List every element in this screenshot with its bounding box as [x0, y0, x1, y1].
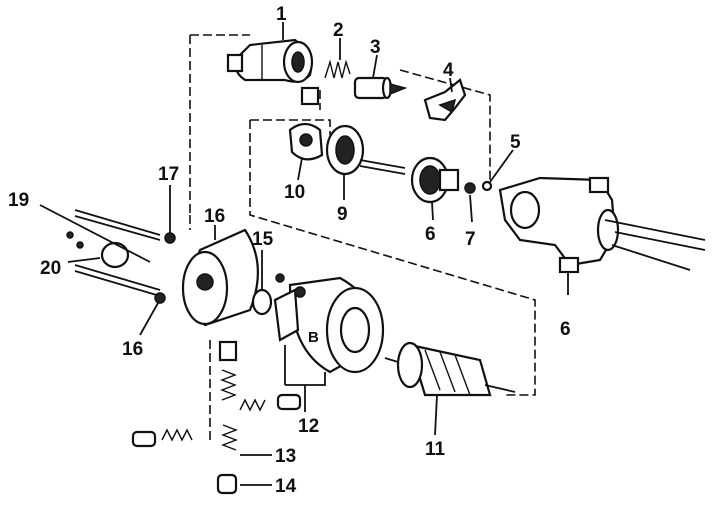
bolt-washers — [154, 232, 176, 304]
callout-6-housing: 6 — [560, 319, 571, 340]
callout-9: 9 — [337, 204, 348, 225]
drive-plate — [288, 122, 324, 161]
brush-holder-yoke — [273, 273, 385, 374]
solenoid-switch — [226, 38, 314, 84]
stop-ring — [464, 182, 476, 194]
callout-14: 14 — [275, 476, 297, 497]
callout-15: 15 — [252, 229, 274, 250]
callout-13: 13 — [275, 446, 296, 467]
brush-holder-mark: B — [308, 329, 319, 346]
drive-housing — [498, 176, 706, 274]
callout-4: 4 — [443, 60, 454, 81]
callout-5: 5 — [510, 132, 521, 153]
callout-16-frame: 16 — [204, 206, 225, 227]
through-bolts — [74, 209, 161, 297]
plunger — [353, 76, 408, 100]
overrunning-clutch — [410, 156, 460, 204]
callout-20: 20 — [40, 258, 61, 279]
callout-16-washer: 16 — [122, 339, 143, 360]
brushes-and-springs — [131, 340, 302, 495]
end-frame — [181, 228, 259, 327]
drive-lever — [423, 78, 467, 122]
armature — [384, 341, 516, 397]
callout-11: 11 — [425, 439, 446, 460]
callout-1: 1 — [276, 4, 287, 25]
callout-10: 10 — [284, 182, 305, 203]
assembly-guide-lines — [189, 34, 536, 440]
callout-2: 2 — [333, 20, 344, 41]
lever-pivot-block — [300, 86, 320, 106]
callout-labels: 1 2 3 4 5 6 6 7 8 9 10 11 12 13 14 15 16… — [8, 4, 571, 497]
leader-lines — [39, 22, 569, 486]
callout-6-clutch: 6 — [425, 224, 436, 245]
plunger-spring — [324, 59, 351, 79]
planetary-gear — [325, 124, 406, 176]
snap-ring — [481, 180, 493, 192]
o-ring — [251, 288, 273, 316]
callout-12: 12 — [298, 416, 319, 437]
callout-7: 7 — [465, 229, 476, 250]
callout-3: 3 — [370, 37, 381, 58]
callout-17: 17 — [158, 164, 179, 185]
callout-19: 19 — [8, 190, 29, 211]
